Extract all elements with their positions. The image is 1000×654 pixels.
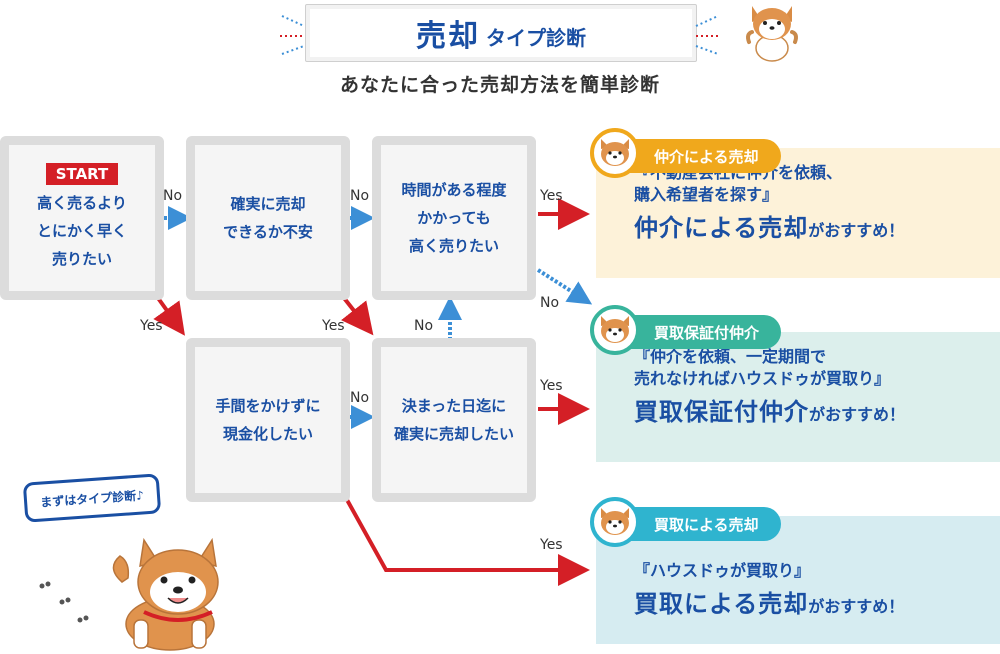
question-text: 手間をかけずに 現金化したい	[215, 397, 321, 443]
result-recommend: 仲介による売却がおすすめ！	[634, 208, 984, 243]
label-no-q3: No	[540, 295, 560, 311]
dog-face-guarantee-icon	[601, 316, 629, 343]
label-yes-q5: Yes	[540, 378, 563, 394]
result-quote: 『仲介を依頼、一定期間で 売れなければハウスドゥが買取り』	[634, 347, 891, 388]
label-yes-q4: Yes	[540, 537, 563, 553]
sparkle-left-icon	[280, 15, 305, 55]
dog-face-icon	[590, 305, 640, 355]
arrow-q3-r2-no	[536, 268, 593, 305]
result-tail: がおすすめ！	[809, 405, 906, 424]
start-badge: START	[45, 163, 119, 185]
result-strong: 買取による売却	[634, 590, 809, 618]
question-text: 時間がある程度 かかっても 高く売りたい	[401, 181, 507, 255]
title-box: 売却 タイプ診断	[305, 4, 697, 62]
question-text: 決まった日迄に 確実に売却したい	[393, 397, 514, 443]
dog-face-purchase-icon	[601, 508, 629, 535]
result-tail: がおすすめ！	[808, 221, 905, 240]
title-main: 売却	[416, 19, 480, 54]
label-yes-q2: Yes	[322, 318, 345, 334]
result-tag-text: 買取保証付仲介	[654, 323, 760, 342]
big-dog-icon	[112, 537, 219, 651]
arrow-q1-q4-yes	[153, 296, 185, 336]
paw-prints-icon	[39, 581, 89, 623]
result-strong: 仲介による売却	[634, 214, 809, 242]
small-dog-icon	[746, 6, 798, 62]
result-strong: 買取保証付仲介	[634, 398, 809, 426]
label-no-q1: No	[163, 188, 183, 204]
result-quote: 『ハウスドゥが買取り』	[634, 561, 811, 580]
question-sell-high: 時間がある程度 かかっても 高く売りたい	[372, 136, 536, 300]
label-no-q2: No	[350, 188, 370, 204]
label-no-q4: No	[350, 390, 370, 406]
arrow-q4-r3-yes	[344, 497, 590, 586]
question-start: START 高く売るより とにかく早く 売りたい	[0, 136, 164, 300]
question-deadline: 決まった日迄に 確実に売却したい	[372, 338, 536, 502]
question-sure-sell: 確実に売却 できるか不安	[186, 136, 350, 300]
title-sub: タイプ診断	[486, 25, 586, 50]
result-recommend: 買取による売却がおすすめ！	[634, 584, 984, 619]
question-text: 確実に売却 できるか不安	[223, 195, 313, 241]
question-quick-cash: 手間をかけずに 現金化したい	[186, 338, 350, 502]
subtitle: あなたに合った売却方法を簡単診断	[339, 74, 660, 96]
arrow-q2-q5-yes	[341, 296, 374, 336]
result-tail: がおすすめ！	[808, 597, 905, 616]
label-yes-q3: Yes	[540, 188, 563, 204]
sparkle-right-icon	[695, 15, 720, 55]
result-tag-text: 仲介による売却	[654, 147, 759, 166]
result-tag-text: 買取による売却	[654, 515, 759, 534]
question-text: 高く売るより とにかく早く 売りたい	[36, 194, 127, 268]
label-no-q5: No	[414, 318, 434, 334]
label-yes-q1: Yes	[140, 318, 163, 334]
dog-face-brokerage-icon	[601, 139, 629, 166]
result-guarantee: 『仲介を依頼、一定期間で 売れなければハウスドゥが買取り』 買取保証付仲介がおす…	[596, 332, 1000, 462]
speech-text: まずはタイプ診断♪	[39, 487, 145, 510]
result-recommend: 買取保証付仲介がおすすめ！	[634, 392, 984, 427]
